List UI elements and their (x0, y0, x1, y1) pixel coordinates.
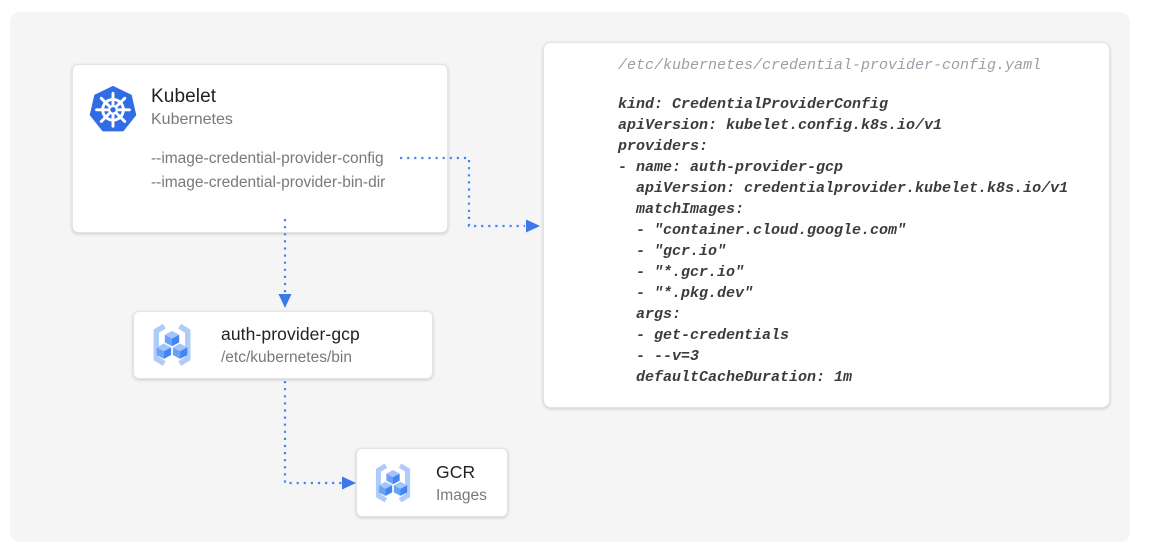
auth-provider-subtitle: /etc/kubernetes/bin (221, 349, 352, 366)
auth-provider-title: auth-provider-gcp (221, 324, 360, 344)
auth-provider-card: auth-provider-gcp /etc/kubernetes/bin (133, 311, 433, 379)
container-registry-icon (145, 319, 199, 373)
kubelet-flags: --image-credential-provider-config --ima… (151, 147, 385, 195)
kubelet-card: Kubelet Kubernetes --image-credential-pr… (72, 64, 448, 233)
gcr-title: GCR (436, 462, 476, 482)
yaml-file-path: /etc/kubernetes/credential-provider-conf… (618, 57, 1042, 74)
kubernetes-helm-icon (86, 83, 140, 137)
gcr-subtitle: Images (436, 487, 487, 504)
container-registry-icon (368, 459, 418, 509)
flag-image-credential-provider-config: --image-credential-provider-config (151, 150, 384, 167)
yaml-code-block: kind: CredentialProviderConfig apiVersio… (618, 96, 1069, 386)
kubelet-title: Kubelet (151, 86, 217, 107)
gcr-card: GCR Images (356, 448, 508, 517)
yaml-config-card: /etc/kubernetes/credential-provider-conf… (543, 42, 1110, 408)
kubelet-subtitle: Kubernetes (151, 111, 233, 128)
flag-image-credential-provider-bin-dir: --image-credential-provider-bin-dir (151, 174, 386, 191)
